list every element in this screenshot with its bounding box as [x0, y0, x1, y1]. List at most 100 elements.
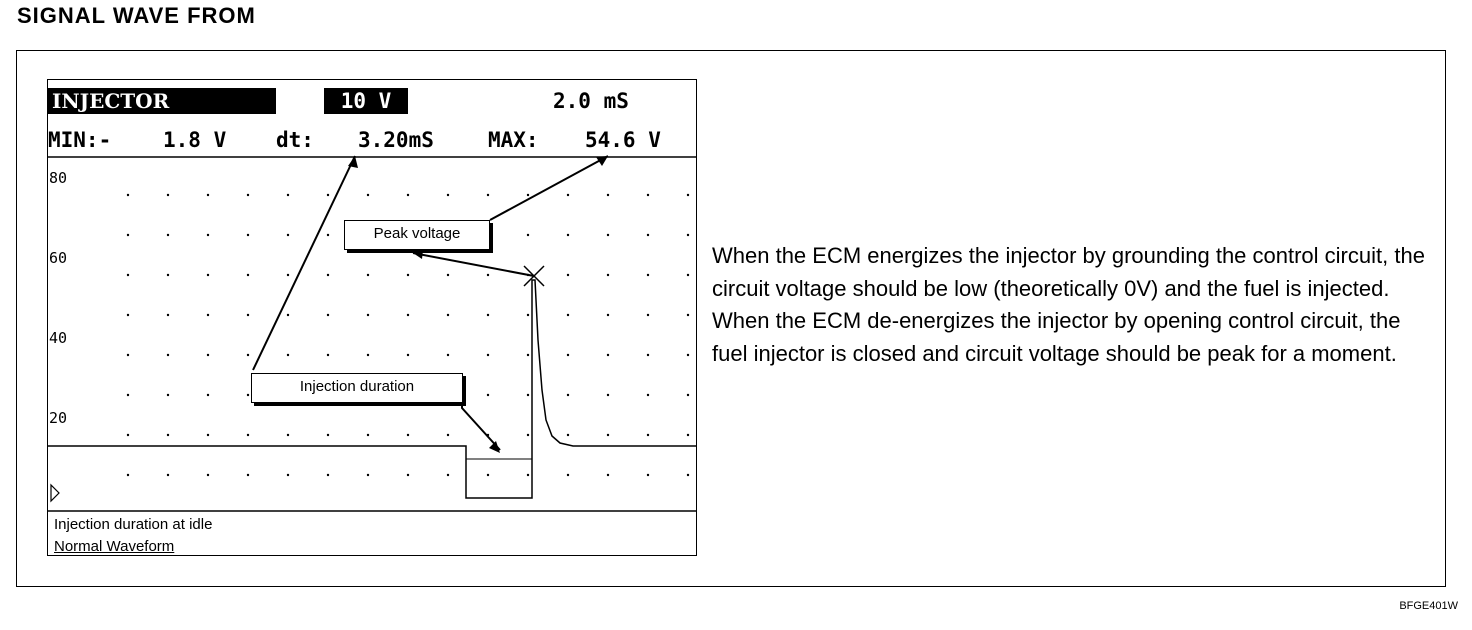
grid-dot	[606, 433, 610, 437]
grid-dot	[206, 193, 210, 197]
duration-arrow-to-pulse	[461, 402, 501, 451]
grid-dot	[606, 353, 610, 357]
grid-dot	[446, 193, 450, 197]
injection-duration-callout: Injection duration	[251, 373, 463, 403]
description-text: When the ECM energizes the injector by g…	[712, 243, 1425, 366]
grid-dot	[206, 233, 210, 237]
footer-caption-1: Injection duration at idle	[54, 516, 213, 533]
grid-dot	[646, 193, 650, 197]
page-heading: SIGNAL WAVE FROM	[17, 3, 256, 28]
grid-dot	[686, 353, 690, 357]
peak-voltage-callout: Peak voltage	[344, 220, 490, 250]
grid-dot	[686, 273, 690, 277]
figure-code: BFGE401W	[1399, 600, 1458, 612]
peak-arrow-to-cross	[412, 252, 535, 277]
min-label: MIN:-	[48, 128, 112, 152]
grid-dot	[526, 233, 530, 237]
grid-dot	[286, 433, 290, 437]
grid-dot	[286, 193, 290, 197]
grid-dot	[566, 473, 570, 477]
grid-dot	[686, 393, 690, 397]
volt-per-div: 10 V	[324, 88, 408, 114]
waveform-plot	[48, 155, 696, 512]
grid-dot	[326, 193, 330, 197]
channel-label: INJECTOR	[48, 88, 276, 114]
grid-dot	[406, 473, 410, 477]
y-tick-20: 20	[49, 409, 68, 427]
grid-dot	[686, 233, 690, 237]
grid-dot	[406, 313, 410, 317]
grid-dot	[326, 273, 330, 277]
grid-dot	[366, 473, 370, 477]
y-tick-80: 80	[49, 169, 68, 187]
grid-dot	[446, 353, 450, 357]
time-per-div: 2.0 mS	[553, 89, 629, 113]
grid-dot	[366, 433, 370, 437]
grid-dot	[366, 193, 370, 197]
peak-arrow-head	[596, 156, 608, 166]
grid-dot	[366, 273, 370, 277]
grid-dot	[446, 433, 450, 437]
grid-dot	[126, 473, 130, 477]
grid-dot	[406, 193, 410, 197]
grid-dot	[126, 433, 130, 437]
grid-dot	[406, 353, 410, 357]
duration-arrow-to-dt	[252, 155, 356, 371]
oscilloscope-display: INJECTOR 10 V 2.0 mS MIN:- 1.8 V dt: 3.2…	[47, 79, 697, 556]
grid-dot	[246, 353, 250, 357]
grid-dot	[206, 473, 210, 477]
grid-dot	[566, 433, 570, 437]
trigger-marker	[50, 483, 60, 503]
y-tick-40: 40	[49, 329, 68, 347]
grid-dot	[246, 433, 250, 437]
grid-dot	[486, 273, 490, 277]
grid-dot	[326, 233, 330, 237]
grid-dot	[326, 353, 330, 357]
grid-dot	[126, 353, 130, 357]
grid-dot	[126, 233, 130, 237]
grid-dot	[486, 473, 490, 477]
grid-dot	[126, 193, 130, 197]
grid-dot	[606, 273, 610, 277]
grid-dot	[606, 393, 610, 397]
grid-dot	[166, 433, 170, 437]
grid-dot	[686, 433, 690, 437]
grid-dot	[286, 313, 290, 317]
grid-dot	[166, 313, 170, 317]
grid-dot	[286, 233, 290, 237]
grid-dot	[526, 393, 530, 397]
grid-dot	[566, 393, 570, 397]
grid-dot	[646, 353, 650, 357]
grid-dot	[446, 473, 450, 477]
grid-dot	[446, 273, 450, 277]
grid-dot	[366, 313, 370, 317]
grid-dot	[526, 473, 530, 477]
grid-dot	[646, 433, 650, 437]
grid-dot	[206, 273, 210, 277]
grid-dot	[486, 393, 490, 397]
grid-dot	[206, 433, 210, 437]
grid-dot	[686, 313, 690, 317]
max-value: 54.6 V	[585, 128, 661, 152]
grid-dot	[486, 193, 490, 197]
grid-dot	[566, 273, 570, 277]
grid-dot	[286, 473, 290, 477]
grid-dot	[166, 273, 170, 277]
grid-dot	[606, 193, 610, 197]
grid-dot	[206, 313, 210, 317]
grid-dot	[526, 193, 530, 197]
grid-dot	[246, 313, 250, 317]
grid-dot	[606, 313, 610, 317]
grid-dot	[526, 353, 530, 357]
footer-caption-2: Normal Waveform	[54, 538, 175, 555]
dt-label: dt:	[276, 128, 314, 152]
grid-dot	[606, 473, 610, 477]
grid-dot	[406, 273, 410, 277]
grid-dot	[686, 193, 690, 197]
grid-dot	[246, 193, 250, 197]
grid-dot	[486, 353, 490, 357]
max-label: MAX:	[488, 128, 539, 152]
grid-dot	[646, 473, 650, 477]
grid-dot	[686, 473, 690, 477]
grid-dot	[326, 433, 330, 437]
